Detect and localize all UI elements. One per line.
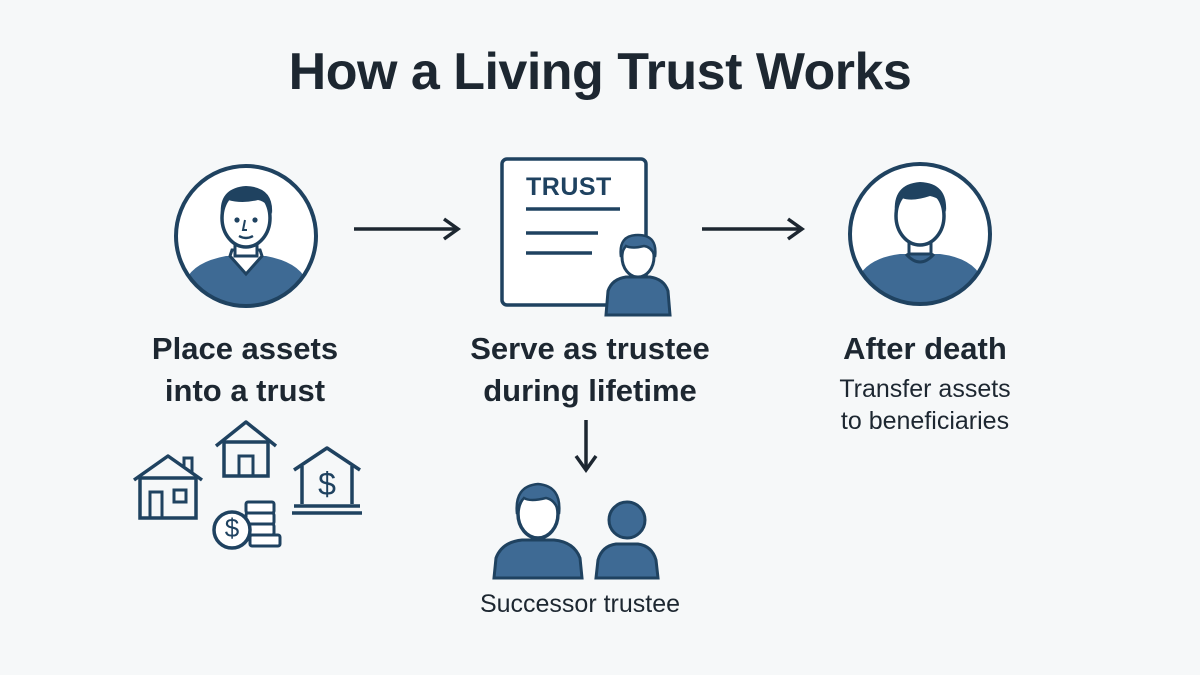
successor-trustee-icons	[488, 478, 668, 582]
successor-trustee-label: Successor trustee	[479, 590, 681, 618]
beneficiary-avatar	[846, 160, 994, 308]
successor-person-icon-front	[492, 482, 584, 580]
step-2-label-line-2: during lifetime	[483, 373, 697, 408]
flow-arrow-1	[352, 216, 464, 242]
flow-arrow-2	[700, 216, 808, 242]
diagram-title: How a Living Trust Works	[288, 43, 912, 101]
step-1-label: Place assets into a trust	[110, 328, 380, 412]
step-2-label-line-1: Serve as trustee	[470, 331, 710, 366]
beneficiary-person-icon	[848, 162, 992, 306]
step-1-label-line-1: Place assets	[151, 331, 339, 366]
trust-document: TRUST	[500, 157, 680, 319]
coin-currency-symbol: $	[224, 513, 240, 543]
home-icon	[212, 418, 280, 480]
trustee-person-icon	[602, 227, 674, 317]
step-1-label-line-2: into a trust	[164, 373, 326, 408]
step-3-description: Transfer assets to beneficiaries	[800, 373, 1050, 437]
step-3-description-line-2: to beneficiaries	[840, 407, 1010, 435]
house-icon	[130, 452, 206, 522]
successor-arrow	[572, 418, 600, 476]
trust-document-heading: TRUST	[526, 173, 612, 201]
bank-icon: $	[290, 444, 364, 516]
bank-currency-symbol: $	[318, 466, 336, 502]
successor-person-icon-back	[594, 500, 660, 580]
step-3-label: After death	[843, 331, 1007, 366]
grantor-avatar	[172, 162, 320, 310]
coins-icon: $	[212, 496, 284, 552]
assets-cluster: $ $	[130, 418, 370, 558]
step-2-label: Serve as trustee during lifetime	[430, 328, 750, 412]
grantor-person-icon	[174, 164, 318, 308]
step-3-description-line-1: Transfer assets	[839, 375, 1011, 403]
